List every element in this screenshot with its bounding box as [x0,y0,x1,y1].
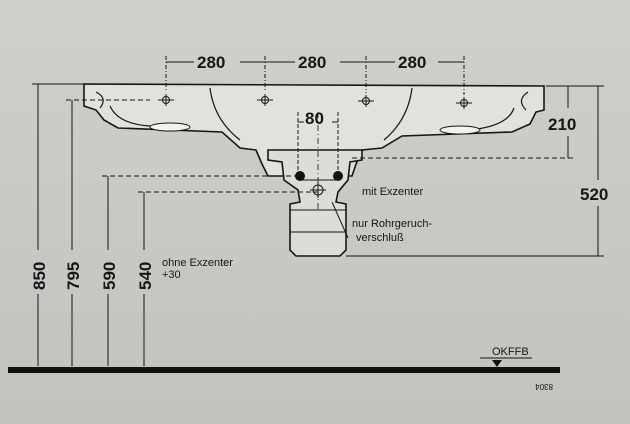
label-without-eccentric-1: ohne Exzenter [162,257,233,269]
label-floor-ref: OKFFB [492,346,529,358]
dim-520: 520 [580,185,608,204]
right-dimensions [346,85,604,257]
left-dimensions [32,83,318,366]
floor-line [8,367,560,373]
eccentric-hole-left [295,171,305,181]
dim-850: 850 [30,262,49,290]
overflow-slot-right [439,125,481,135]
dim-590: 590 [100,262,119,290]
center-dimension [297,112,339,172]
dim-280-middle: 280 [298,53,326,72]
siphon [267,149,363,257]
dim-80: 80 [305,109,324,128]
label-without-eccentric-2: +30 [162,269,181,281]
label-odour-trap-1: nur Rohrgeruch- [352,218,432,230]
label-odour-trap-2: verschluß [356,232,404,244]
dim-280-left: 280 [197,53,225,72]
floor-ref-marker-icon [492,360,502,367]
label-with-eccentric: mit Exzenter [362,186,423,198]
drawing-number: 8304 [535,382,553,391]
siphon-detail [290,179,346,233]
dim-795: 795 [64,262,83,290]
tap-hole-markers [158,94,472,109]
top-dimension-chain [165,56,465,95]
overflow-slot-left [149,122,191,132]
dim-280-right: 280 [398,53,426,72]
dim-540: 540 [136,262,155,290]
eccentric-hole-right [333,171,343,181]
dim-210: 210 [548,115,576,134]
leader-odour-trap [331,201,349,239]
washbasin-outline [83,83,545,177]
